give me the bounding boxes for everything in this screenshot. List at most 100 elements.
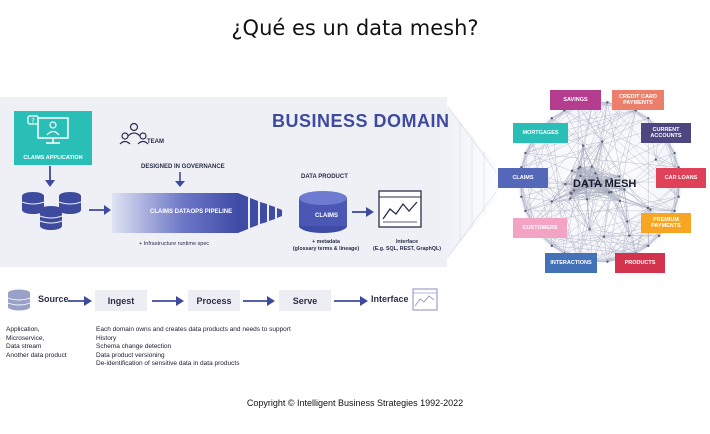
mesh-link <box>585 184 625 190</box>
mesh-dot <box>585 185 588 189</box>
mesh-link <box>551 175 581 202</box>
mesh-dot <box>588 228 591 231</box>
mesh-node-premium-payments: PREMIUM PAYMENTS <box>641 213 691 233</box>
mesh-link <box>621 221 628 259</box>
monitor-icon: ? <box>27 115 69 144</box>
interface-line-2: (E.g. SQL, REST, GraphQL) <box>373 245 441 252</box>
mesh-link <box>603 235 630 237</box>
mesh-dot <box>677 166 680 169</box>
mesh-dot <box>647 116 650 120</box>
mesh-dot <box>550 116 553 120</box>
mesh-link <box>589 229 630 236</box>
mesh-link <box>627 221 649 246</box>
mesh-node-customers: CUSTOMERS <box>513 218 567 238</box>
mesh-link <box>608 178 612 193</box>
mesh-link <box>602 102 608 142</box>
data-product-name: CLAIMS <box>315 213 338 219</box>
team-icon <box>119 122 149 145</box>
mesh-dot <box>607 191 611 194</box>
interface-caption: Interface (E.g. SQL, REST, GraphQL) <box>368 239 446 252</box>
mesh-link <box>577 104 603 142</box>
mesh-link <box>655 159 679 168</box>
mesh-link <box>583 141 603 146</box>
mesh-link <box>650 209 675 212</box>
mesh-link <box>603 200 621 237</box>
mesh-link <box>589 200 621 230</box>
svg-text:?: ? <box>31 117 35 125</box>
mesh-link <box>551 193 572 202</box>
mesh-link <box>619 200 630 236</box>
mesh-link <box>573 166 581 191</box>
mesh-link <box>601 184 628 222</box>
mesh-link <box>608 192 630 236</box>
mesh-link <box>587 192 610 200</box>
mesh-dot <box>584 180 587 184</box>
metadata-line-2: (glossary terms & lineage) <box>292 245 360 252</box>
mesh-link <box>587 199 620 202</box>
mesh-link <box>521 127 660 168</box>
mesh-link <box>602 110 636 142</box>
mesh-link <box>521 196 552 202</box>
flow-ingest-box: Ingest <box>95 290 147 311</box>
mesh-link <box>591 166 595 184</box>
mesh-dot <box>646 206 650 210</box>
mesh-link <box>594 141 603 184</box>
arrow-right-icon <box>243 296 275 306</box>
mesh-dot <box>610 177 613 180</box>
mesh-link <box>594 183 610 193</box>
mesh-link <box>594 183 625 190</box>
mesh-node-current-accounts: CURRENT ACCOUNTS <box>641 123 691 143</box>
mesh-dot <box>657 234 661 238</box>
mesh-link <box>674 153 679 168</box>
copyright-notice: Copyright © Intelligent Business Strateg… <box>246 398 464 408</box>
mesh-dot <box>673 209 676 213</box>
mesh-link <box>521 110 636 168</box>
list-item: History <box>96 334 117 342</box>
mesh-link <box>655 139 669 160</box>
arrow-down-icon <box>175 172 185 187</box>
mesh-link <box>571 193 588 200</box>
mesh-link <box>521 139 533 168</box>
mesh-dot <box>628 234 631 237</box>
mesh-link <box>565 184 571 199</box>
mesh-link <box>580 175 588 200</box>
mesh-link <box>608 176 620 193</box>
mesh-link <box>608 192 628 222</box>
mesh-link <box>570 184 602 199</box>
list-item: Microservice, <box>6 334 45 342</box>
list-item: Data product versioning <box>96 351 165 359</box>
metadata-label: + metadata (glossary terms & lineage) <box>287 239 365 252</box>
interface-chart-icon <box>412 288 438 311</box>
mesh-link <box>579 166 588 200</box>
mesh-dot <box>593 182 596 185</box>
mesh-link <box>571 184 586 194</box>
source-types-list: Application, Microservice, Data stream A… <box>6 326 67 360</box>
mesh-dot <box>524 209 527 213</box>
mesh-dot <box>524 151 527 155</box>
arrow-right-icon <box>68 296 92 306</box>
mesh-link <box>573 190 590 230</box>
mesh-link <box>607 102 636 254</box>
mesh-dot <box>572 189 576 192</box>
mesh-link <box>573 190 588 200</box>
mesh-link <box>551 245 565 254</box>
arrow-right-icon <box>89 205 111 215</box>
designed-in-governance-label: DESIGNED IN GOVERNANCE <box>141 164 225 170</box>
list-item: Each domain owns and creates data produc… <box>96 326 291 333</box>
flow-process-box: Process <box>188 290 240 311</box>
arrow-down-icon <box>45 166 55 187</box>
mesh-link <box>564 236 604 254</box>
mesh-link <box>591 166 612 179</box>
mesh-link <box>578 168 620 177</box>
mesh-dot <box>578 165 582 169</box>
database-cluster-icon <box>21 192 82 230</box>
mesh-link <box>564 110 679 168</box>
data-mesh-label: DATA MESH <box>573 178 637 190</box>
mesh-link <box>635 245 649 254</box>
mesh-link <box>601 141 603 185</box>
mesh-dot <box>520 166 523 169</box>
mesh-dot <box>596 176 599 180</box>
mesh-link <box>521 183 566 197</box>
mesh-link <box>570 166 592 199</box>
mesh-link <box>570 198 590 230</box>
